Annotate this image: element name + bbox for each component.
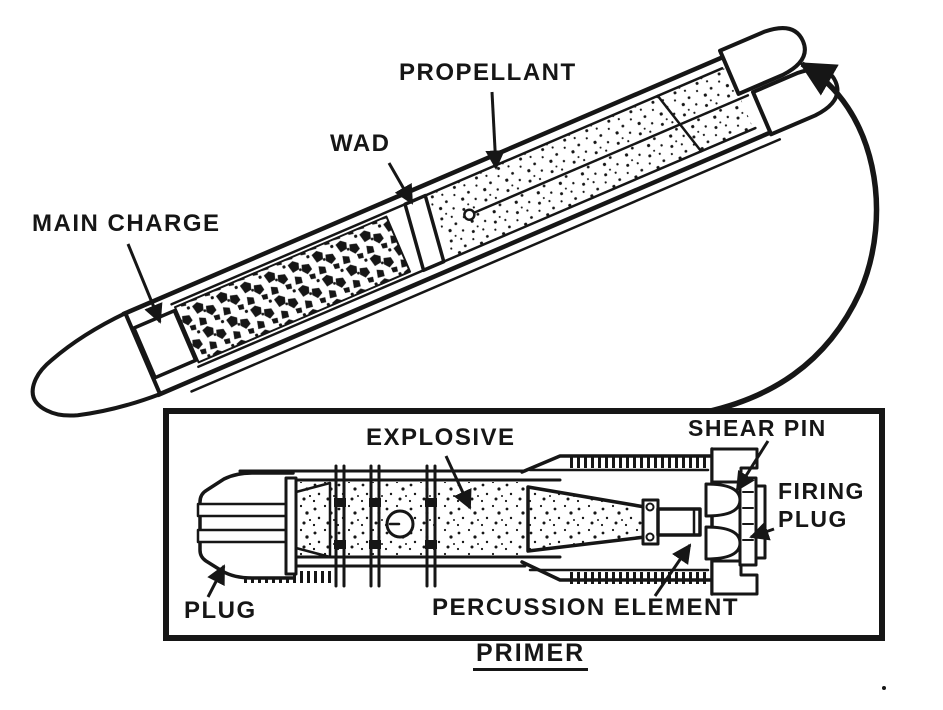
- primer-flange-2: [369, 464, 381, 588]
- main-charge-fill: [173, 215, 412, 364]
- cutaway-bottom-edge: [197, 126, 757, 369]
- artifact-dot: [882, 686, 886, 690]
- body-top-wall: [121, 42, 755, 317]
- label-main-charge: MAIN CHARGE: [32, 210, 221, 237]
- label-propellant: PROPELLANT: [399, 59, 577, 86]
- label-firing-plug-line1: FIRING: [778, 478, 865, 504]
- body-bottom-wall-outer: [190, 138, 782, 393]
- tail-cap-upper: [718, 26, 807, 96]
- label-firing-plug-line2: PLUG: [778, 506, 848, 532]
- shear-pin-leader-line: [735, 440, 770, 492]
- firing-plug-assembly: [704, 447, 767, 596]
- label-plug: PLUG: [184, 597, 257, 624]
- main-charge-leader-line: [126, 243, 163, 324]
- plug-leader-line: [206, 564, 226, 598]
- explosive-leader-line: [444, 455, 472, 510]
- body-bottom-wall: [155, 116, 804, 398]
- primer-cutaway: [196, 447, 767, 596]
- detail-caption-primer: PRIMER: [473, 640, 589, 672]
- label-explosive: EXPLOSIVE: [366, 424, 516, 451]
- projectile-cutaway: [30, 26, 840, 418]
- nose-cone: [30, 311, 163, 418]
- primer-plug-slot-1: [196, 502, 290, 518]
- primer-plug-flange: [284, 476, 298, 576]
- label-firing-plug: FIRING PLUG: [778, 477, 865, 533]
- wad-band: [403, 193, 446, 273]
- cutaway-top-edge: [170, 67, 724, 306]
- percussion-element-leader-line: [653, 543, 692, 597]
- igniter-tube-end: [463, 208, 476, 221]
- explosive-left-cone: [294, 481, 332, 559]
- primer-flange-3: [425, 464, 437, 588]
- firing-plug-leader-line: [749, 522, 775, 541]
- label-percussion-element: PERCUSSION ELEMENT: [432, 594, 740, 621]
- label-wad: WAD: [330, 130, 391, 157]
- primer-plug-slot-2: [196, 528, 290, 544]
- primer-flange-1: [334, 464, 346, 588]
- igniter-tube: [468, 94, 750, 216]
- percussion-pin-top: [645, 502, 655, 512]
- primer-plug-body: [198, 471, 295, 580]
- wad-leader-line: [387, 162, 414, 205]
- detail-callout-arc: [705, 61, 880, 415]
- percussion-pin-bottom: [645, 532, 655, 542]
- propellant-leader-line: [485, 91, 505, 170]
- label-shear-pin: SHEAR PIN: [688, 415, 827, 441]
